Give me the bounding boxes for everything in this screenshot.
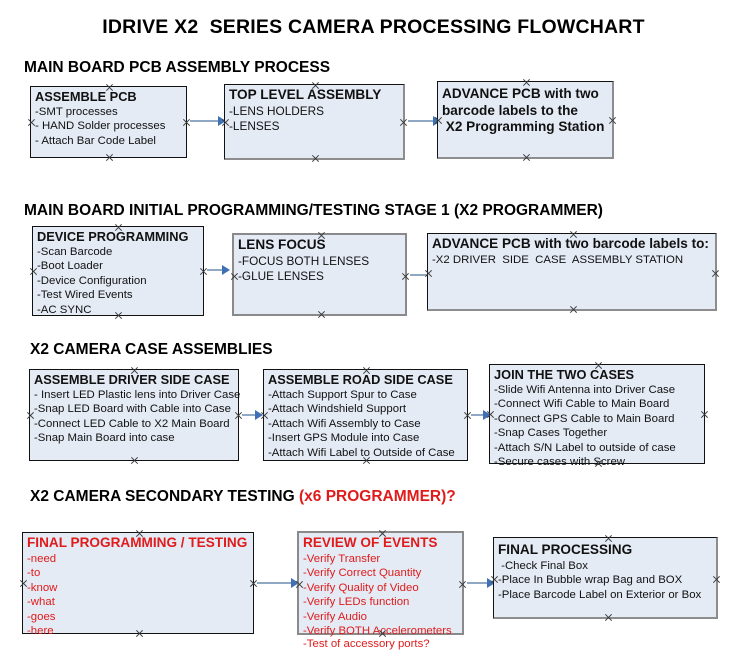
section-heading-text: X2 CAMERA SECONDARY TESTING bbox=[30, 488, 299, 505]
process-box-top-level-assembly[interactable]: TOP LEVEL ASSEMBLY -LENS HOLDERS -LENSES bbox=[224, 84, 405, 160]
process-box-lens-focus[interactable]: LENS FOCUS -FOCUS BOTH LENSES -GLUE LENS… bbox=[232, 233, 407, 316]
box-line: -Verify Transfer bbox=[303, 552, 381, 565]
box-line: - HAND Solder processes bbox=[35, 120, 166, 133]
box-line: -Snap Main Board into case bbox=[34, 432, 175, 445]
box-line: -Insert GPS Module into Case bbox=[268, 432, 420, 445]
connection-handle-bottom bbox=[311, 154, 320, 163]
box-line: -FOCUS BOTH LENSES bbox=[238, 253, 370, 268]
connection-handle-bottom bbox=[522, 153, 531, 162]
box-title: ASSEMBLE PCB bbox=[35, 89, 137, 104]
box-line: -Verify Audio bbox=[303, 610, 367, 623]
box-line: -to bbox=[27, 567, 41, 580]
box-line: -AC SYNC bbox=[37, 303, 92, 316]
box-title: LENS FOCUS bbox=[238, 237, 326, 252]
box-line: -Connect GPS Cable to Main Board bbox=[494, 412, 675, 425]
box-line: -what bbox=[27, 596, 55, 609]
section-heading-main-board-initial-programming: MAIN BOARD INITIAL PROGRAMMING/TESTING S… bbox=[24, 202, 603, 219]
arrow-final-programming-to-review-of-events bbox=[257, 578, 299, 588]
box-line: -Test Wired Events bbox=[37, 289, 133, 302]
box-line: -need bbox=[27, 552, 57, 565]
box-line: -Check Final Box bbox=[498, 559, 588, 572]
box-title: REVIEW OF EVENTS bbox=[303, 535, 438, 550]
process-box-join-the-two-cases[interactable]: JOIN THE TWO CASES -Slide Wifi Antenna i… bbox=[489, 364, 705, 468]
box-line: -Attach Wifi Assembly to Case bbox=[268, 417, 421, 430]
process-box-device-programming[interactable]: DEVICE PROGRAMMING -Scan Barcode -Boot L… bbox=[32, 226, 204, 316]
box-line: -Attach S/N Label to outside of case bbox=[494, 441, 676, 454]
box-title: DEVICE PROGRAMMING bbox=[37, 229, 189, 244]
box-title: FINAL PROCESSING bbox=[498, 542, 633, 557]
box-line: -LENSES bbox=[229, 118, 280, 133]
connection-handle-bottom bbox=[130, 456, 139, 465]
box-line: -goes bbox=[27, 610, 56, 623]
box-line: -Verify BOTH Accelerometers bbox=[303, 625, 452, 638]
box-line: -X2 DRIVER SIDE CASE ASSEMBLY STATION bbox=[432, 253, 684, 266]
section-heading-x2-camera-secondary-testing: X2 CAMERA SECONDARY TESTING (x6 PROGRAMM… bbox=[30, 488, 456, 506]
page-title: IDRIVE X2 SERIES CAMERA PROCESSING FLOWC… bbox=[102, 16, 645, 38]
arrow-review-of-events-to-final-processing bbox=[467, 578, 495, 588]
section-heading-accent: (x6 PROGRAMMER)? bbox=[299, 488, 456, 505]
process-box-assemble-pcb[interactable]: ASSEMBLE PCB -SMT processes - HAND Solde… bbox=[30, 86, 187, 158]
box-line: - Attach Bar Code Label bbox=[35, 134, 156, 147]
process-box-advance-pcb-to-x2-programming-station[interactable]: ADVANCE PCB with two barcode labels to t… bbox=[437, 81, 614, 159]
box-line: -Scan Barcode bbox=[37, 245, 113, 258]
box-title: ASSEMBLE ROAD SIDE CASE bbox=[268, 372, 453, 387]
box-line: -Place In Bubble wrap Bag and BOX bbox=[498, 574, 683, 587]
arrow-driver-side-case-to-road-side-case bbox=[242, 410, 263, 420]
box-line: -Secure cases with Screw bbox=[494, 456, 626, 469]
section-heading-main-board-pcb-assembly: MAIN BOARD PCB ASSEMBLY PROCESS bbox=[24, 59, 331, 76]
box-line: -Verify Quality of Video bbox=[303, 581, 419, 594]
connection-handle-bottom bbox=[317, 310, 326, 319]
box-line: barcode labels to the bbox=[442, 102, 578, 118]
process-box-assemble-road-side-case[interactable]: ASSEMBLE ROAD SIDE CASE -Attach Support … bbox=[263, 369, 468, 461]
box-line: -Device Configuration bbox=[37, 274, 147, 287]
box-line: -Verify Correct Quantity bbox=[303, 567, 422, 580]
arrow-assemble-pcb-to-top-level-assembly bbox=[190, 116, 226, 126]
box-line: -know bbox=[27, 581, 58, 594]
box-line: X2 Programming Station bbox=[442, 119, 605, 134]
arrow-device-programming-to-lens-focus bbox=[207, 265, 230, 275]
box-title: TOP LEVEL ASSEMBLY bbox=[229, 87, 382, 102]
box-overflow-line: -Test of accessory ports? bbox=[303, 638, 430, 650]
box-line: -here bbox=[27, 625, 54, 638]
box-line: -Attach Support Spur to Case bbox=[268, 388, 417, 401]
connection-handle-bottom bbox=[604, 613, 613, 622]
box-title: ADVANCE PCB with two barcode labels to: bbox=[432, 236, 709, 251]
box-line: -Verify LEDs function bbox=[303, 596, 410, 609]
process-box-final-programming-testing[interactable]: FINAL PROGRAMMING / TESTING -need -to -k… bbox=[22, 532, 254, 637]
section-heading-x2-camera-case-assemblies: X2 CAMERA CASE ASSEMBLIES bbox=[30, 341, 273, 358]
box-line: -SMT processes bbox=[35, 105, 118, 118]
box-line: -Place Barcode Label on Exterior or Box bbox=[498, 588, 702, 601]
box-line: -Attach Windshield Support bbox=[268, 403, 407, 416]
box-title: ADVANCE PCB with two bbox=[442, 86, 599, 101]
box-title: JOIN THE TWO CASES bbox=[494, 367, 635, 382]
box-line: -Boot Loader bbox=[37, 260, 103, 273]
connection-handle-right bbox=[711, 269, 720, 278]
box-line: -LENS HOLDERS bbox=[229, 103, 325, 118]
connection-handle-bottom bbox=[105, 153, 114, 162]
process-box-review-of-events[interactable]: REVIEW OF EVENTS -Verify Transfer -Verif… bbox=[297, 531, 464, 650]
process-box-final-processing[interactable]: FINAL PROCESSING -Check Final Box -Place… bbox=[493, 537, 718, 619]
box-line: -Slide Wifi Antenna into Driver Case bbox=[494, 383, 676, 396]
arrow-road-side-case-to-join-the-two-cases bbox=[471, 410, 491, 420]
box-line: -Snap LED Board with Cable into Case bbox=[34, 403, 231, 416]
box-line: -GLUE LENSES bbox=[238, 268, 324, 283]
box-line: -Attach Wifi Label to Outside of Case bbox=[268, 446, 455, 459]
box-title: ASSEMBLE DRIVER SIDE CASE bbox=[34, 372, 230, 387]
box-line: -Connect LED Cable to X2 Main Board bbox=[34, 417, 230, 430]
box-line: -Connect Wifi Cable to Main Board bbox=[494, 398, 670, 411]
box-line: - Insert LED Plastic lens into Driver Ca… bbox=[34, 388, 241, 401]
box-title: FINAL PROGRAMMING / TESTING bbox=[27, 535, 248, 550]
process-box-advance-pcb-to-driver-side-case-station[interactable]: ADVANCE PCB with two barcode labels to: … bbox=[427, 233, 717, 311]
process-box-assemble-driver-side-case[interactable]: ASSEMBLE DRIVER SIDE CASE - Insert LED P… bbox=[29, 369, 241, 461]
connection-handle-bottom bbox=[569, 305, 578, 314]
box-line: -Snap Cases Together bbox=[494, 427, 608, 440]
